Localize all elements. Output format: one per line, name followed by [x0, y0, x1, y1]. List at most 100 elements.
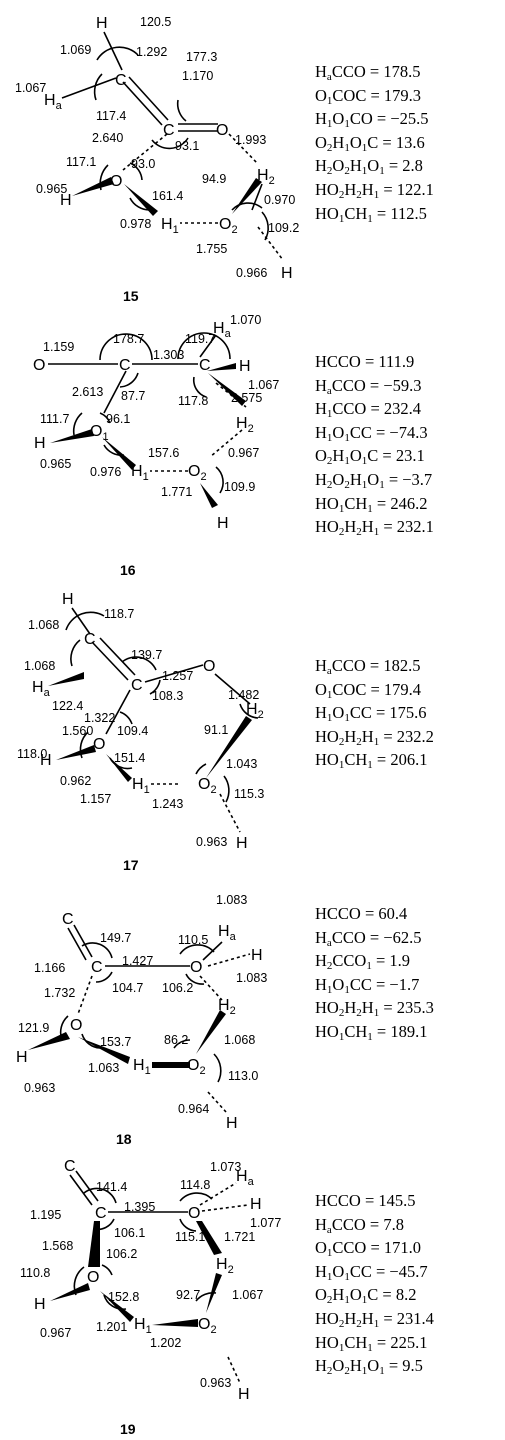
wedge-bond-o1-h: [72, 177, 114, 196]
bond-length-label: 1.073: [210, 1160, 241, 1174]
angle-arc-177-3: [176, 99, 187, 122]
angle-label: 93.1: [175, 139, 199, 153]
atom-h1: H1: [132, 776, 150, 796]
wedge-bond-o1-h: [50, 429, 94, 443]
atom-o2: O2: [198, 776, 217, 796]
bond-length-label: 1.170: [182, 69, 213, 83]
bond-length-label: 0.965: [40, 457, 71, 471]
geometry-entry: HCCO = 111.9: [315, 352, 415, 371]
atom-o: O: [188, 1205, 200, 1222]
bond-c-o: [144, 664, 204, 683]
geometry-entry: HCCO = 145.5: [315, 1191, 416, 1210]
geometry-entry: O2H1O1C = 8.2: [315, 1285, 417, 1307]
bond-length-label: 1.159: [43, 340, 74, 354]
structure-17-diagram: H C Ha C O O H H1 H2 O2 H 1.068 118.7 1.…: [0, 582, 300, 873]
angle-arc-111-7: [72, 412, 83, 436]
wedge-bond-c2-h2: [208, 373, 246, 406]
bond-length-label: 1.427: [122, 954, 153, 968]
atom-h1: H1: [134, 1316, 152, 1336]
angle-arc-108-3: [149, 679, 161, 695]
bond-c1-o1: [103, 370, 127, 414]
double-bond-cc: [128, 76, 169, 121]
compound-number: 15: [123, 288, 139, 304]
dashed-bond-o2-h: [227, 1356, 241, 1384]
angle-label: 110.5: [178, 933, 208, 947]
angle-label: 87.7: [121, 389, 145, 403]
structure-18-diagram: C C O Ha H O H H1 H2 O2 H 1.083 149.7 11…: [0, 872, 300, 1149]
geometry-entry: HaCCO = −62.5: [315, 927, 422, 949]
bond-length-label: 1.201: [96, 1320, 127, 1334]
wedge-bond-o1-h1: [106, 754, 132, 782]
angle-arc-122-4: [70, 639, 81, 667]
angle-arc-109-4: [119, 711, 133, 725]
compound-number: 18: [116, 1131, 132, 1147]
wedge-bond-o1-h: [28, 1032, 70, 1050]
angle-label: 93.0: [131, 157, 155, 171]
bond-length-label: 2.613: [72, 385, 103, 399]
wedge-bond-h1-o2: [152, 1062, 190, 1068]
bond-length-label: 1.067: [15, 81, 46, 95]
atom-c2: C: [163, 122, 175, 139]
bond-length-label: 1.069: [60, 43, 91, 57]
structure-17-panel: H C Ha C O O H H1 H2 O2 H 1.068 118.7 1.…: [0, 582, 505, 873]
bond-length-label: 1.771: [161, 485, 192, 499]
geometry-entry: HaCCO = −59.3: [315, 375, 422, 397]
angle-arc-149-7: [81, 942, 113, 959]
bond-c2-ha: [199, 334, 217, 358]
bond-length-label: 0.964: [178, 1102, 209, 1116]
bond-length-label: 0.963: [24, 1081, 55, 1095]
atom-c-top: C: [64, 1158, 76, 1175]
compound-number: 16: [120, 562, 136, 578]
bond-length-label: 1.568: [42, 1239, 73, 1253]
double-bond-cc-second: [99, 637, 136, 676]
geometry-entry: HO1CH1 = 246.2: [315, 493, 428, 515]
geometry-entry: HO1CH1 = 206.1: [315, 750, 428, 772]
bond-c-ha: [61, 77, 117, 99]
angle-label: 91.1: [204, 723, 228, 737]
angle-arc-113-0: [213, 1053, 222, 1083]
atom-o2: O2: [188, 463, 207, 483]
bond-length-label: 1.257: [162, 669, 193, 683]
bond-length-label: 1.083: [216, 893, 247, 907]
angle-label: 109.2: [268, 221, 299, 235]
wedge-bond-o1-h1: [124, 184, 158, 216]
atom-o1: O: [93, 736, 105, 753]
geometry-entry: H2CCO1 = 1.9: [315, 951, 411, 973]
atom-o: O: [33, 357, 45, 374]
atom-h2: H2: [218, 997, 236, 1017]
geometry-entry: HO1CH1 = 189.1: [315, 1021, 428, 1043]
atom-c2: C: [199, 357, 211, 374]
wedge-bond-o1-h1: [102, 437, 136, 470]
atom-h-right: H: [250, 1196, 262, 1213]
angle-arc-109-2: [261, 211, 269, 241]
atom-ha: Ha: [236, 1168, 255, 1188]
angle-arc-139-7: [121, 656, 157, 671]
bond-c-h: [103, 31, 123, 71]
angle-label: 118.0: [17, 747, 47, 761]
bond-length-label: 0.965: [36, 182, 67, 196]
atom-o1: O: [87, 1269, 99, 1286]
bond-length-label: 1.303: [153, 348, 184, 362]
angle-arc-120-5: [96, 46, 139, 61]
atom-h-bottom: H: [217, 515, 229, 532]
wedge-bond-o2-h2: [232, 178, 262, 214]
atom-h-right: H: [239, 358, 251, 375]
structure-15-diagram: H C Ha C O O H H1 H2 O2 H 1.069 120.5 1.…: [0, 0, 300, 305]
angle-label: 104.7: [112, 981, 143, 995]
bond-length-label: 2.640: [92, 131, 123, 145]
atom-h: H: [96, 15, 108, 32]
angle-arc-110-5: [179, 944, 215, 955]
wedge-bond-o1-h: [50, 1283, 90, 1301]
atom-c-top: C: [62, 911, 74, 928]
angle-label: 109.9: [224, 480, 255, 494]
bond-length-label: 0.963: [196, 835, 227, 849]
bond-length-label: 1.395: [124, 1200, 155, 1214]
geometry-entry: H2O2H1O1 = −3.7: [315, 469, 433, 491]
geometry-entry: HO2H2H1 = 232.1: [315, 517, 434, 539]
atom-h-left: H: [40, 752, 52, 769]
bond-length-label: 1.068: [224, 1033, 255, 1047]
geometry-entry: HaCCO = 7.8: [315, 1214, 404, 1236]
angle-label: 117.4: [96, 109, 126, 123]
